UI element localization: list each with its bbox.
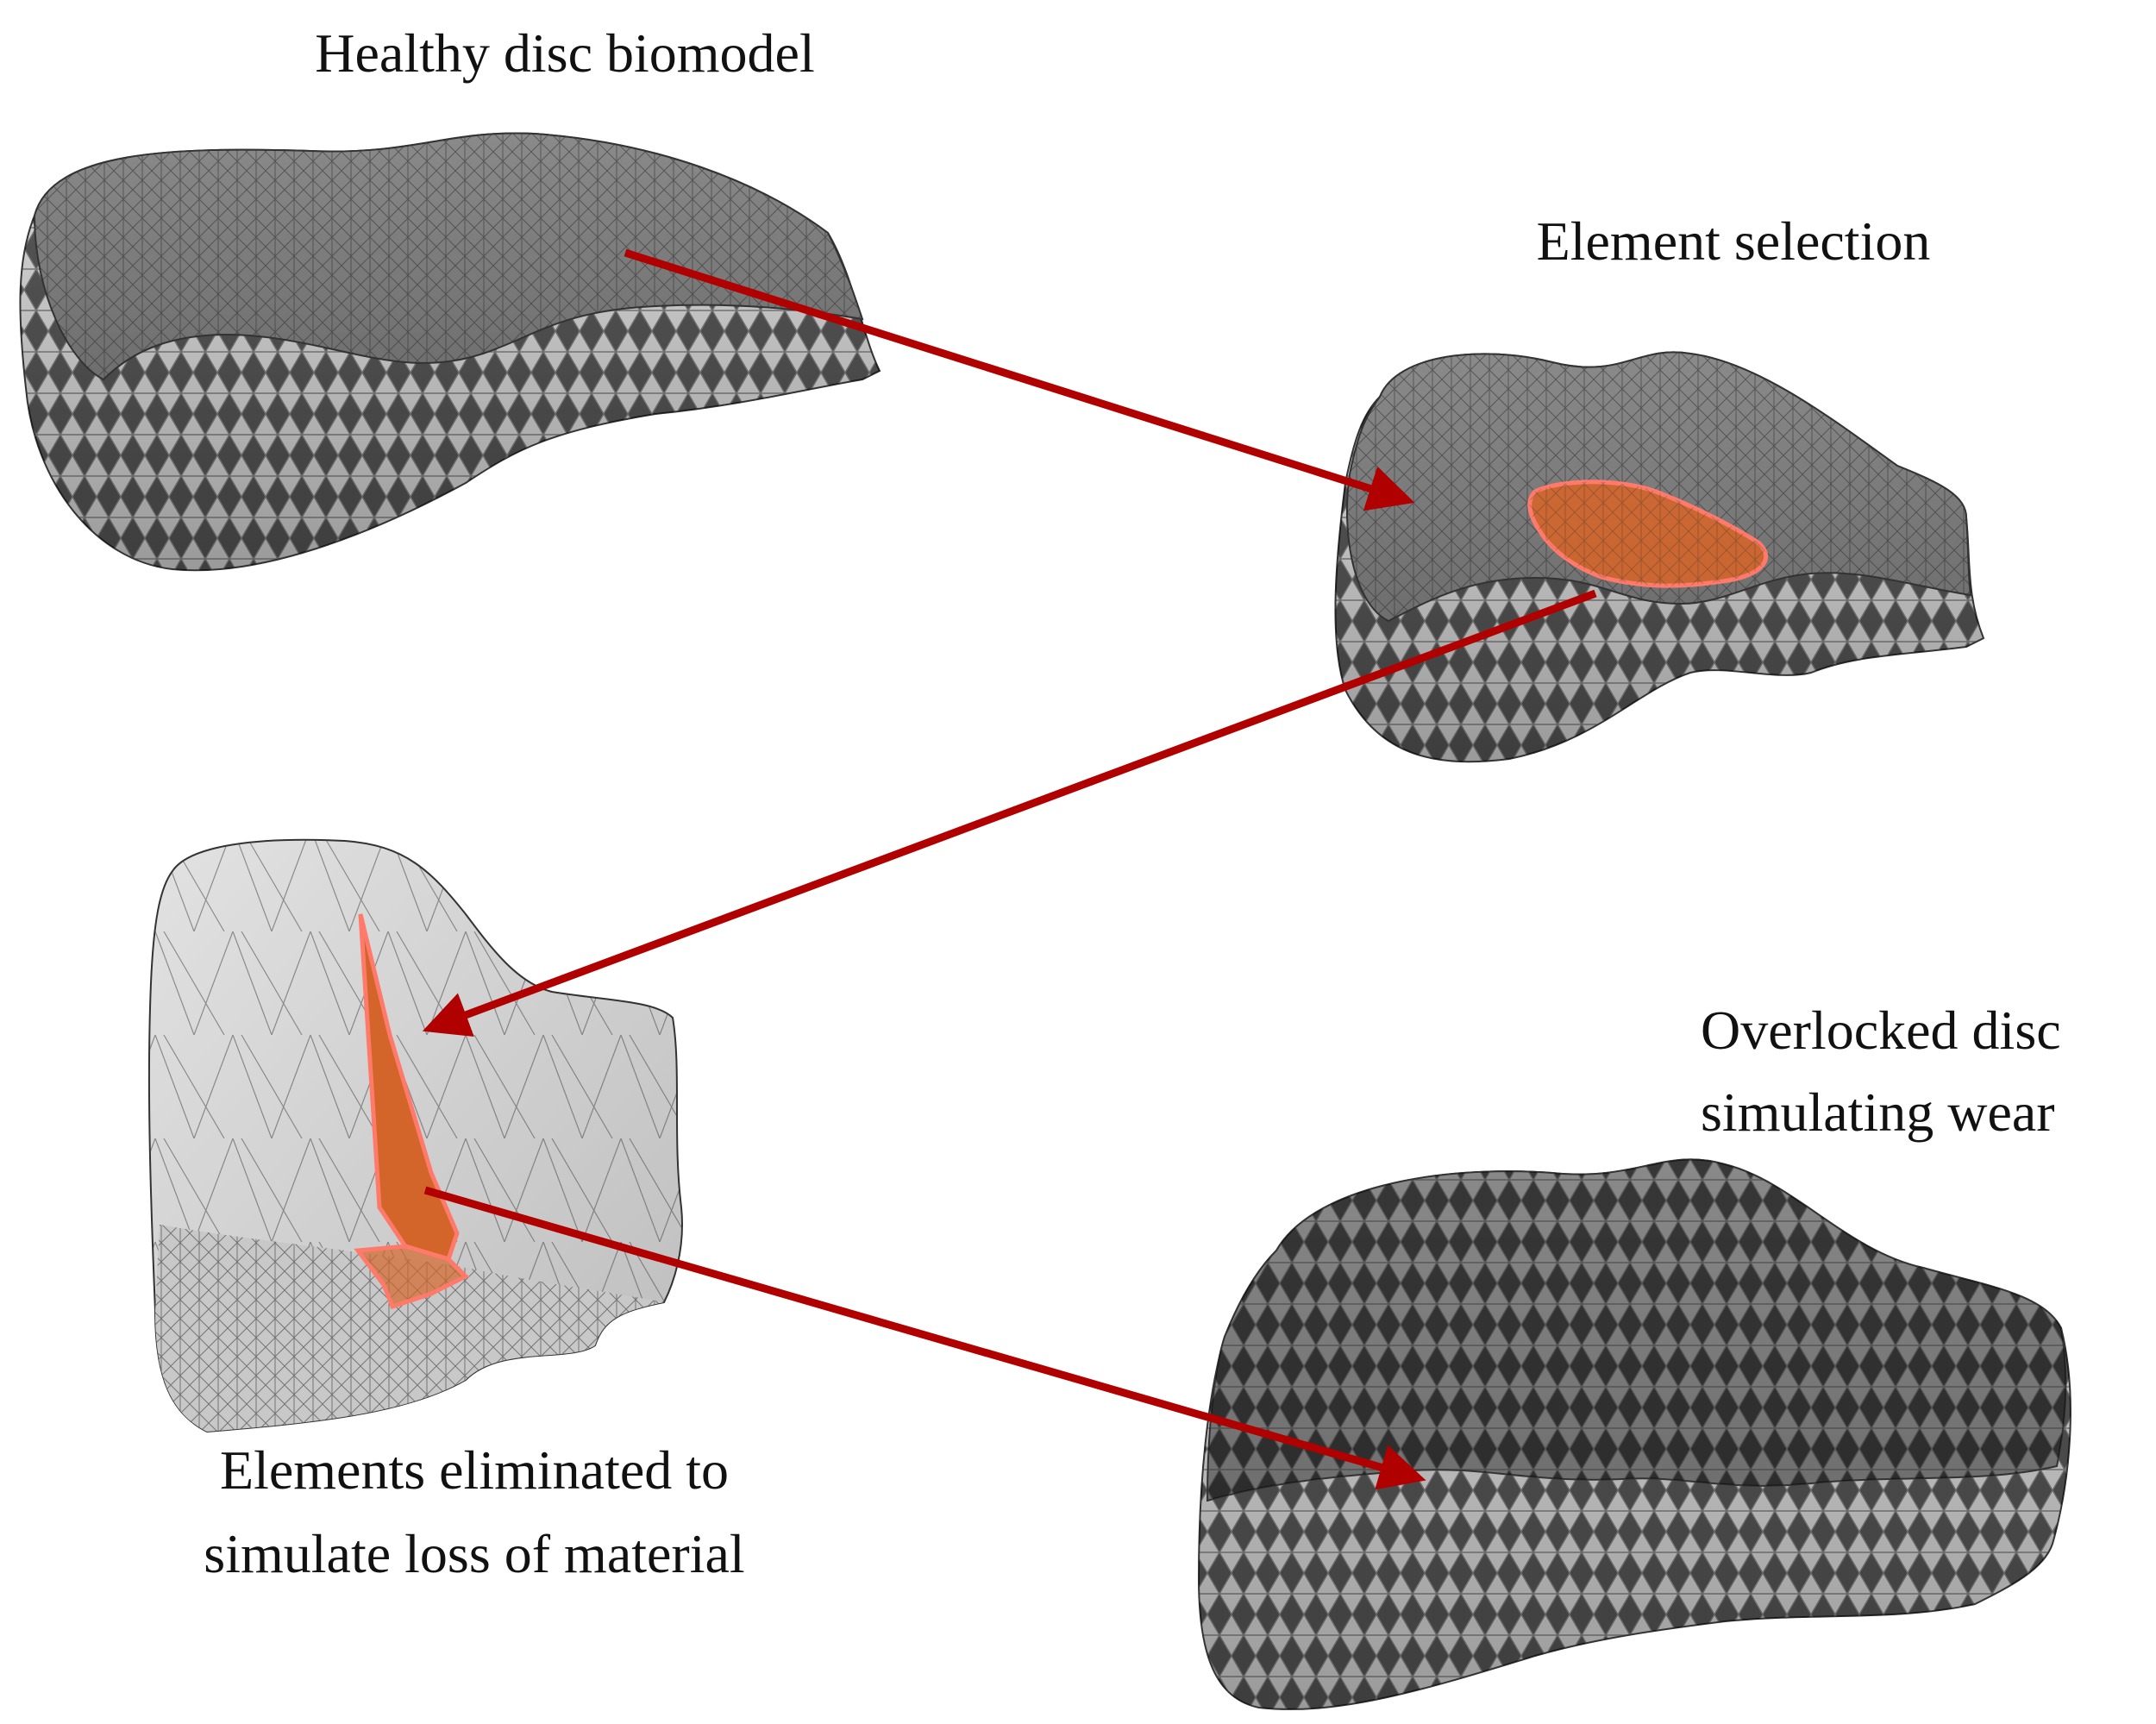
arrow-eliminated-to-overlocked (423, 1186, 1426, 1490)
healthy-disc-model (19, 132, 881, 572)
element-selection-disc-model (1334, 351, 1985, 763)
label-healthy-disc: Healthy disc biomodel (315, 22, 815, 84)
arrow-healthy-to-selection (624, 248, 1415, 511)
label-eliminated-line1: Elements eliminated to (219, 1439, 730, 1501)
eliminated-elements-disc-model (147, 838, 683, 1433)
label-overlocked-line1: Overlocked disc (1701, 1000, 2061, 1061)
eliminated-elements-base (354, 1244, 470, 1310)
workflow-arrows (422, 248, 1597, 1490)
label-eliminated-line2: simulate loss of material (204, 1523, 745, 1584)
overlocked-disc-model (1197, 1158, 2071, 1710)
eliminated-elements-wedge (358, 913, 460, 1263)
label-overlocked-line2: simulating wear (1701, 1081, 2055, 1143)
label-element-selection: Element selection (1536, 210, 1931, 272)
arrow-selection-to-eliminated (422, 589, 1597, 1038)
